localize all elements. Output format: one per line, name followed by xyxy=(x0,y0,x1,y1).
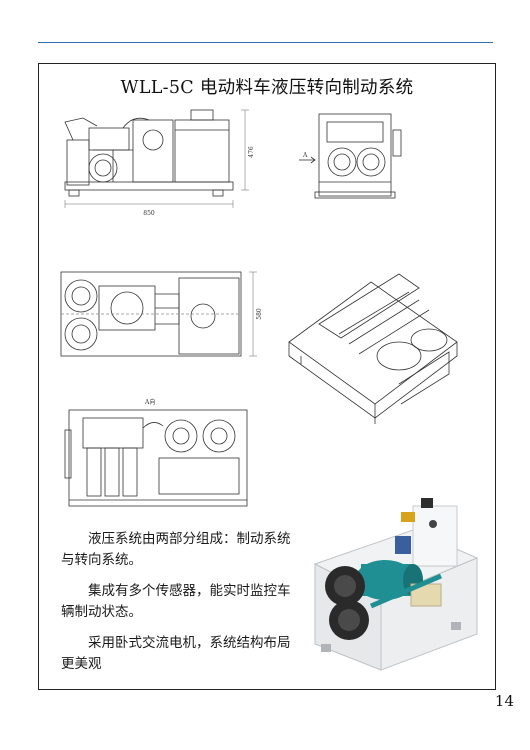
front-view-drawing: 850 476 xyxy=(53,100,258,225)
depth-dimension: 580 xyxy=(256,308,263,320)
description-text: 液压系统由两部分组成：制动系统与转向系统。 集成有多个传感器，能实时监控车辆制动… xyxy=(61,529,301,685)
height-dimension: 476 xyxy=(248,146,255,158)
description-paragraph: 采用卧式交流电机，系统结构布局更美观 xyxy=(61,635,291,672)
page-title: WLL-5C 电动料车液压转向制动系统 xyxy=(120,78,414,98)
page-number: 14 xyxy=(494,692,514,710)
top-view-drawing: 580 xyxy=(53,264,268,364)
product-photo xyxy=(301,494,481,678)
rear-view-drawing: A向 xyxy=(63,396,253,514)
side-view-drawing: A xyxy=(297,104,407,214)
content-frame: WLL-5C 电动料车液压转向制动系统 xyxy=(38,63,496,690)
width-dimension: 850 xyxy=(143,210,155,217)
description-paragraph: 集成有多个传感器，能实时监控车辆制动状态。 xyxy=(61,583,291,620)
side-arrow-label: A xyxy=(302,152,308,159)
description-paragraph: 液压系统由两部分组成：制动系统与转向系统。 xyxy=(61,531,291,568)
isometric-drawing xyxy=(279,264,469,424)
header-rule xyxy=(38,42,493,43)
rear-view-label: A向 xyxy=(144,398,155,406)
